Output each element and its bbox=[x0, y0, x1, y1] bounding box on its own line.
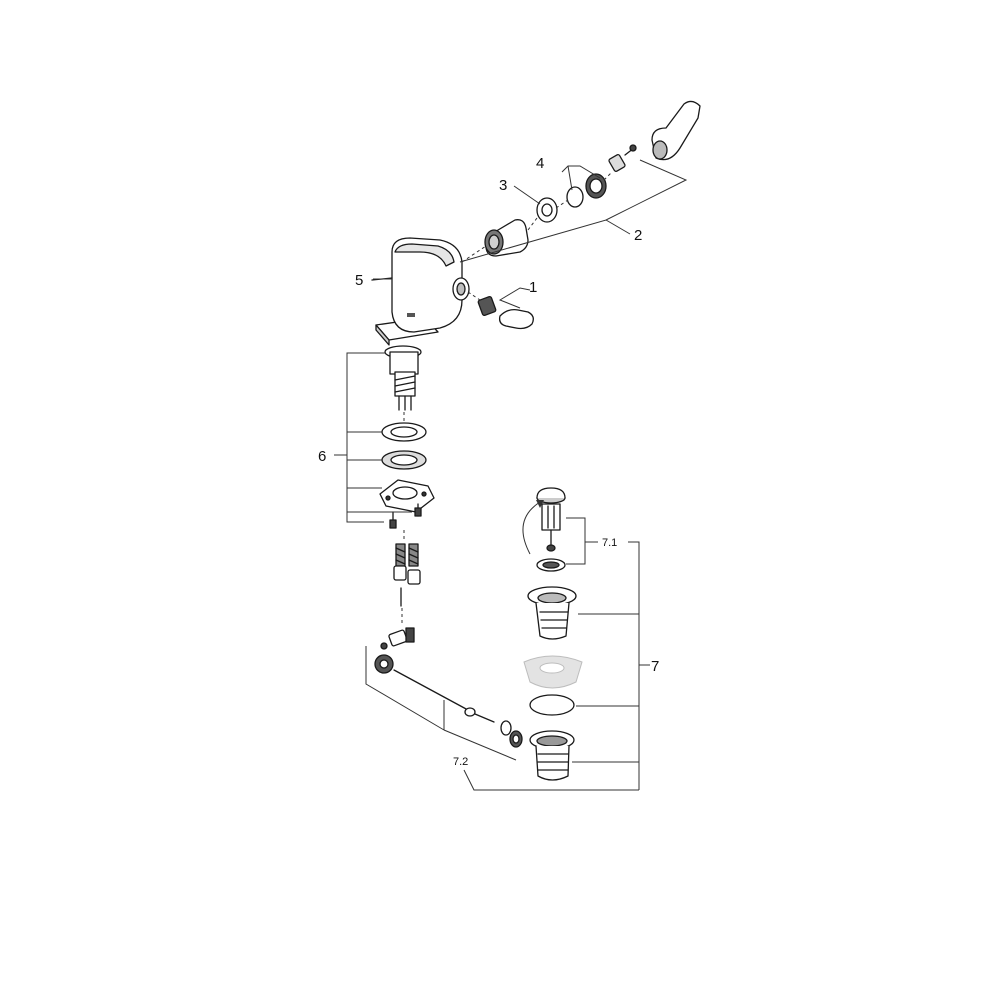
o-ring-small[interactable] bbox=[566, 186, 584, 208]
callout-3: 3 bbox=[499, 177, 507, 194]
pivot-nut[interactable] bbox=[374, 654, 394, 674]
pivot-seal-nut[interactable] bbox=[509, 730, 523, 748]
pivot-seal[interactable] bbox=[500, 720, 512, 736]
fixing-screws[interactable] bbox=[389, 503, 422, 529]
retaining-ring[interactable] bbox=[585, 173, 607, 199]
callout-6: 6 bbox=[318, 448, 326, 465]
pop-up-plug-cap[interactable] bbox=[536, 487, 566, 504]
adapter-nut[interactable] bbox=[608, 154, 626, 172]
callout-7-2: 7.2 bbox=[453, 756, 468, 768]
spacer-ring[interactable] bbox=[536, 197, 558, 223]
rotate-arrow bbox=[522, 500, 544, 555]
plug-seal[interactable] bbox=[536, 558, 566, 572]
aerator[interactable] bbox=[477, 296, 497, 316]
washer-lower[interactable] bbox=[381, 450, 427, 470]
callout-4: 4 bbox=[536, 155, 544, 172]
callout-7-1: 7.1 bbox=[602, 537, 617, 549]
callout-7: 7 bbox=[651, 658, 659, 675]
supply-hoses[interactable] bbox=[393, 543, 421, 585]
drain-o-ring[interactable] bbox=[529, 694, 575, 716]
pivot-rod[interactable] bbox=[393, 669, 495, 723]
cartridge[interactable] bbox=[484, 219, 529, 257]
callout-1: 1 bbox=[529, 279, 537, 296]
callout-5: 5 bbox=[355, 272, 363, 289]
drain-flange-body[interactable] bbox=[527, 586, 577, 640]
aerator-key[interactable] bbox=[498, 308, 534, 330]
shank[interactable] bbox=[384, 345, 422, 411]
lever-handle[interactable] bbox=[651, 100, 701, 161]
callout-2: 2 bbox=[634, 227, 642, 244]
pop-up-plug-body[interactable] bbox=[541, 503, 561, 552]
callout-leaders bbox=[334, 159, 688, 791]
drain-gasket-ghost[interactable] bbox=[523, 655, 583, 689]
linkage-clamp[interactable] bbox=[380, 627, 415, 650]
screw-top[interactable] bbox=[624, 144, 637, 156]
drain-lower-body[interactable] bbox=[529, 730, 575, 781]
fixing-plate[interactable] bbox=[379, 479, 435, 513]
faucet-body[interactable] bbox=[371, 237, 470, 346]
washer-upper[interactable] bbox=[381, 422, 427, 442]
